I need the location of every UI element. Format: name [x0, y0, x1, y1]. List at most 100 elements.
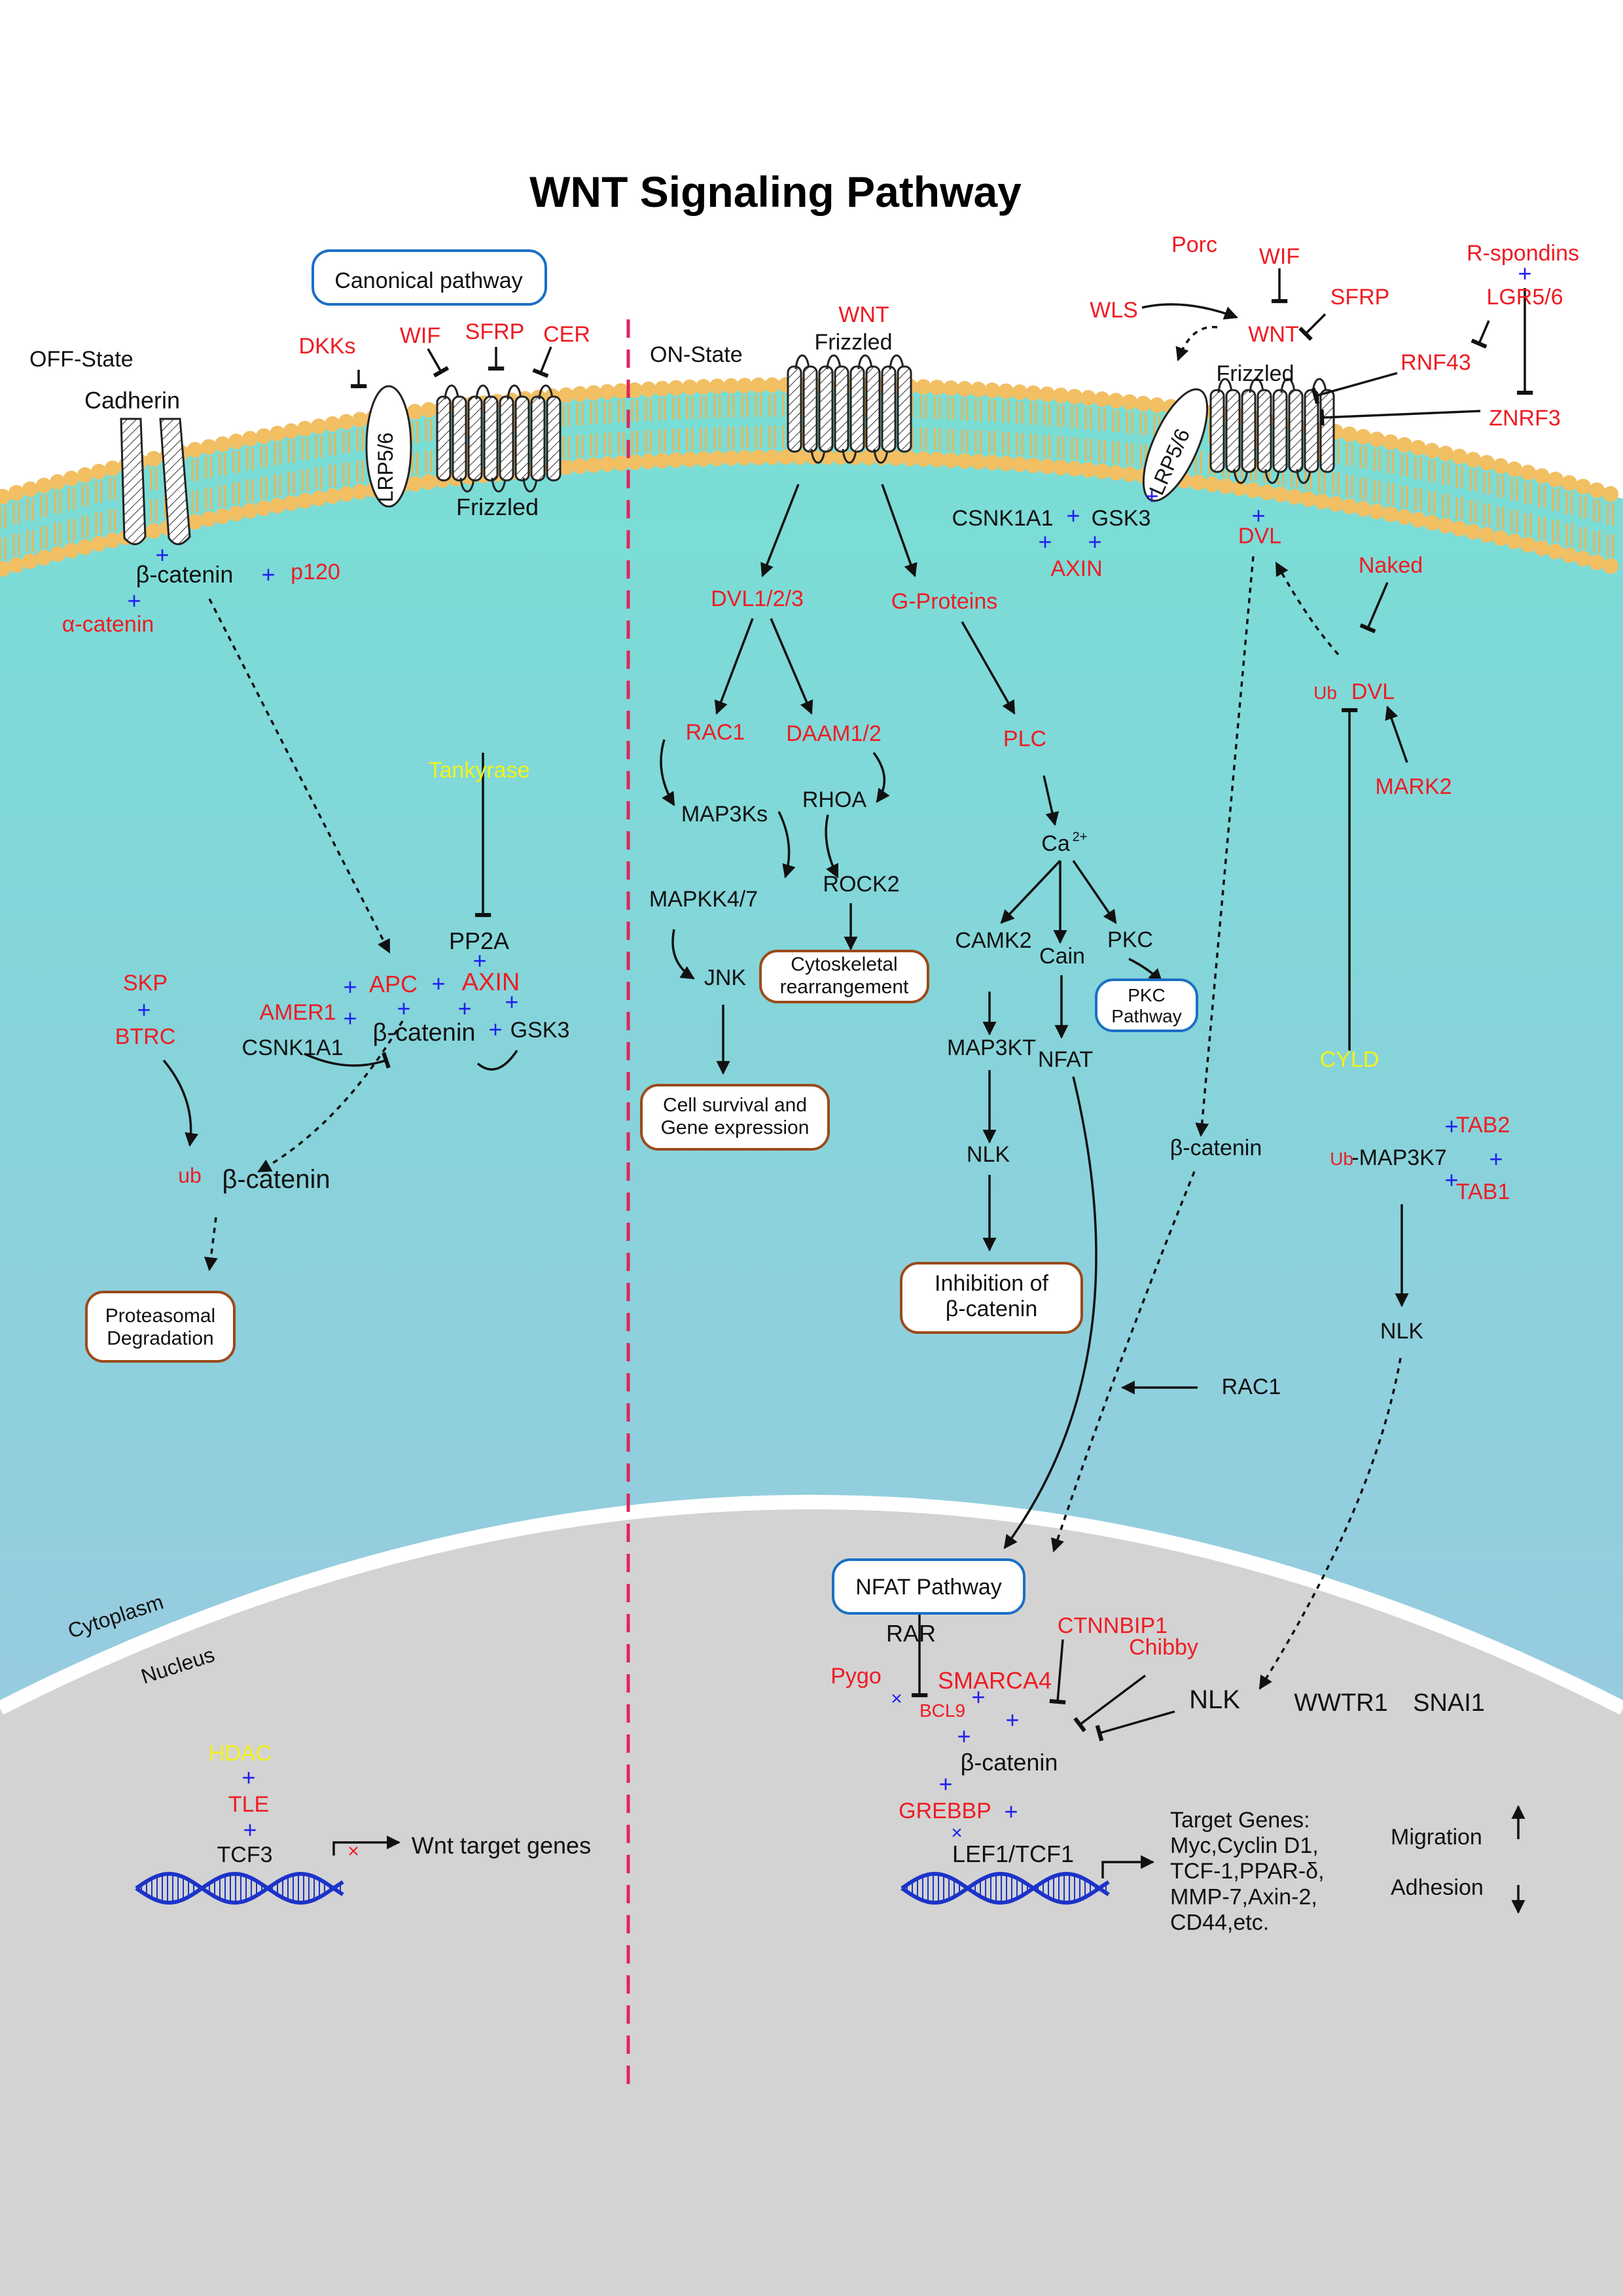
edge [881, 484, 918, 577]
label-adhesion: Adhesion [1391, 1875, 1484, 1900]
label-ub_map: Ub [1330, 1149, 1353, 1169]
label-target-line: CD44,etc. [1170, 1910, 1269, 1935]
nuclear-envelope [0, 1495, 1623, 1715]
plus-icon: + [957, 1723, 971, 1749]
label-rar: RAR [886, 1620, 936, 1647]
edge [1101, 1855, 1155, 1878]
plus-icon: + [938, 1770, 952, 1797]
label-nfat_path: NFAT Pathway [855, 1575, 1002, 1600]
edge [1311, 372, 1398, 404]
edge [427, 348, 450, 378]
label-ctnnbip1: CTNNBIP1 [1058, 1613, 1168, 1638]
edge [1043, 775, 1060, 827]
plus-icon: + [1251, 502, 1265, 529]
plus-icon: + [1489, 1145, 1503, 1172]
edge [476, 1050, 518, 1071]
label-rnf43: RNF43 [1400, 350, 1471, 375]
edge [532, 346, 552, 378]
nucleus-area [0, 1502, 1623, 2296]
edge [1175, 325, 1218, 361]
plus-icon: + [241, 1764, 255, 1791]
label-dvl123: DVL1/2/3 [711, 586, 804, 611]
edge [162, 1059, 199, 1147]
cross-mark-icon: × [951, 1822, 963, 1844]
edge [777, 811, 796, 879]
nfat-pathway-box [832, 1558, 1026, 1615]
label-cadherin: Cadherin [84, 387, 180, 414]
label-target-line: MMP-7,Axin-2, [1170, 1884, 1317, 1909]
label-canonical_pathway: Canonical pathway [334, 268, 522, 293]
label-cellsurv-line: Gene expression [661, 1117, 810, 1139]
plus-icon: + [1444, 1166, 1458, 1193]
edge [1359, 582, 1389, 634]
edge [1003, 1076, 1097, 1549]
label-frizzled_l: Frizzled [456, 493, 539, 520]
edge [1195, 556, 1255, 1138]
edge [1471, 320, 1490, 349]
label-cain: Cain [1039, 944, 1085, 969]
plus-icon: + [971, 1683, 985, 1710]
label-ca_sup: 2+ [1073, 830, 1088, 844]
edge [304, 1052, 391, 1069]
label-gprot: G-Proteins [891, 589, 998, 614]
dna-icon [901, 1871, 1110, 1905]
label-cer: CER [543, 322, 590, 347]
label-gsk3_r: GSK3 [1092, 506, 1151, 531]
edge [872, 751, 890, 803]
inhibition-box [900, 1262, 1083, 1334]
label-tankyrase: Tankyrase [429, 758, 530, 783]
label-znrf3: ZNRF3 [1489, 406, 1561, 431]
label-rac1_r: RAC1 [1222, 1374, 1281, 1399]
label-tab1: TAB1 [1456, 1179, 1510, 1204]
label-porc: Porc [1171, 232, 1217, 257]
label-amer1: AMER1 [259, 1000, 336, 1025]
label-proteasomal-line: Degradation [107, 1328, 213, 1350]
receptors-layer [120, 354, 1335, 545]
label-sfrp_r: SFRP [1330, 285, 1390, 310]
label-frizzled_r: Frizzled [1216, 361, 1294, 386]
pkc-pathway-box [1095, 978, 1198, 1032]
label-inhib-line: Inhibition of [935, 1271, 1048, 1296]
edge [671, 929, 695, 980]
lrp-receptor [365, 385, 412, 508]
label-apc: APC [369, 971, 418, 997]
edge [1095, 1710, 1175, 1742]
edge [825, 814, 839, 878]
label-ub_small: ub [178, 1164, 202, 1187]
label-snai1: SNAI1 [1413, 1689, 1485, 1717]
label-map3kt: MAP3KT [947, 1035, 1036, 1060]
label-pkc_path-line: Pathway [1111, 1006, 1181, 1026]
plus-icon: + [261, 561, 275, 588]
cadherin-receptor [120, 418, 191, 545]
label-hdac: HDAC [209, 1741, 272, 1766]
label-lrp-left: LRP5/6 [374, 433, 397, 503]
label-chibby: Chibby [1129, 1635, 1198, 1660]
label-wnt_target: Wnt target genes [412, 1832, 591, 1859]
label-frizzled_m: Frizzled [814, 330, 892, 355]
label-wnt_m: WNT [838, 302, 889, 327]
label-ub_dvl: Ub [1313, 683, 1337, 703]
label-target-line: Target Genes: [1170, 1808, 1310, 1833]
label-lef: LEF1/TCF1 [952, 1840, 1074, 1867]
plus-icon: + [127, 587, 141, 614]
label-nlk_m: NLK [967, 1142, 1010, 1167]
label-wwtr1: WWTR1 [1294, 1689, 1388, 1717]
label-mark2: MARK2 [1375, 774, 1452, 799]
label-off_state: OFF-State [29, 347, 134, 372]
label-tle: TLE [228, 1792, 269, 1817]
cross-mark-icon: × [891, 1688, 902, 1710]
frizzled-receptor [787, 354, 912, 464]
label-plc: PLC [1003, 726, 1046, 751]
edge [1275, 562, 1340, 656]
edge [714, 618, 754, 715]
label-tab2: TAB2 [1456, 1113, 1510, 1138]
plus-icon: + [1005, 1706, 1019, 1733]
label-bcat_n: β-catenin [961, 1749, 1058, 1776]
label-tcf3: TCF3 [217, 1842, 273, 1867]
edge [1258, 1357, 1402, 1690]
label-skp: SKP [123, 971, 168, 996]
